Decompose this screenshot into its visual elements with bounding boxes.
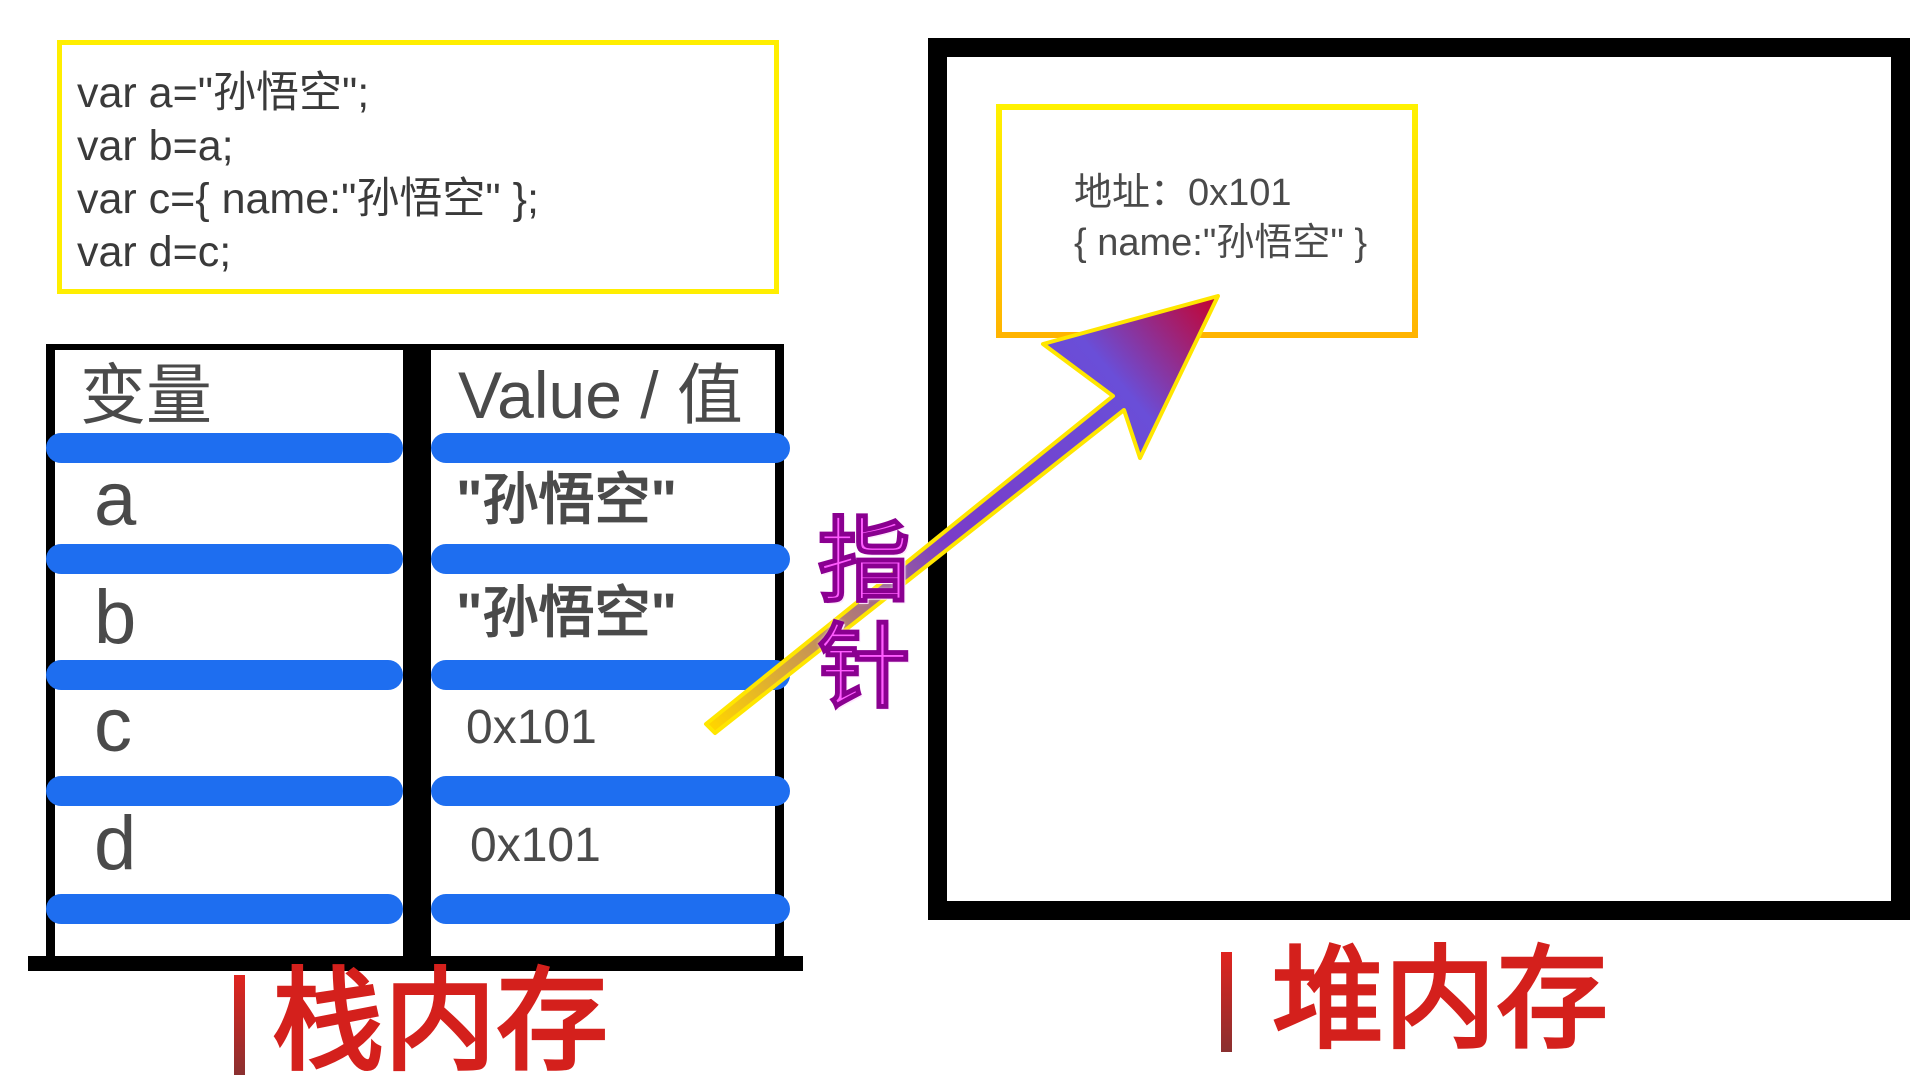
heap-label-bar xyxy=(1221,952,1232,1052)
heap-memory-label: 堆内存 xyxy=(1272,937,1608,1062)
pointer-label-char-2: 针 xyxy=(817,617,911,719)
stack-header-variable: 变量 xyxy=(80,358,212,432)
heap-memory-box xyxy=(928,38,1910,920)
stack-value-c: 0x101 xyxy=(466,701,597,754)
code-snippet-box: var a="孙悟空"; var b=a; var c={ name:"孙悟空"… xyxy=(57,40,779,294)
heap-object-box: 地址：0x101 { name:"孙悟空" } xyxy=(996,104,1418,338)
code-line: var d=c; xyxy=(77,228,232,276)
stack-column-divider xyxy=(403,350,431,962)
stack-value-d: 0x101 xyxy=(470,819,601,872)
stack-base-line xyxy=(28,956,803,971)
pointer-label-char-1: 指 xyxy=(817,511,911,613)
code-line: var a="孙悟空"; xyxy=(77,69,370,117)
stack-label-bar xyxy=(234,975,245,1075)
code-line: var b=a; xyxy=(77,122,234,170)
stack-table-frame xyxy=(28,344,803,971)
stack-var-c: c xyxy=(94,683,132,768)
stack-var-b: b xyxy=(94,575,137,660)
stack-value-b: "孙悟空" xyxy=(456,581,678,644)
stack-var-a: a xyxy=(94,457,137,542)
heap-object-address: 地址：0x101 xyxy=(1074,172,1292,214)
stack-var-d: d xyxy=(94,801,137,886)
stack-memory-label: 栈内存 xyxy=(272,959,608,1080)
stack-value-a: "孙悟空" xyxy=(456,468,678,531)
stack-row-dividers xyxy=(46,433,790,924)
stack-header-value: Value / 值 xyxy=(458,358,743,432)
code-line: var c={ name:"孙悟空" }; xyxy=(77,175,539,223)
heap-object-content: { name:"孙悟空" } xyxy=(1074,222,1368,264)
pointer-arrow xyxy=(704,294,1220,735)
